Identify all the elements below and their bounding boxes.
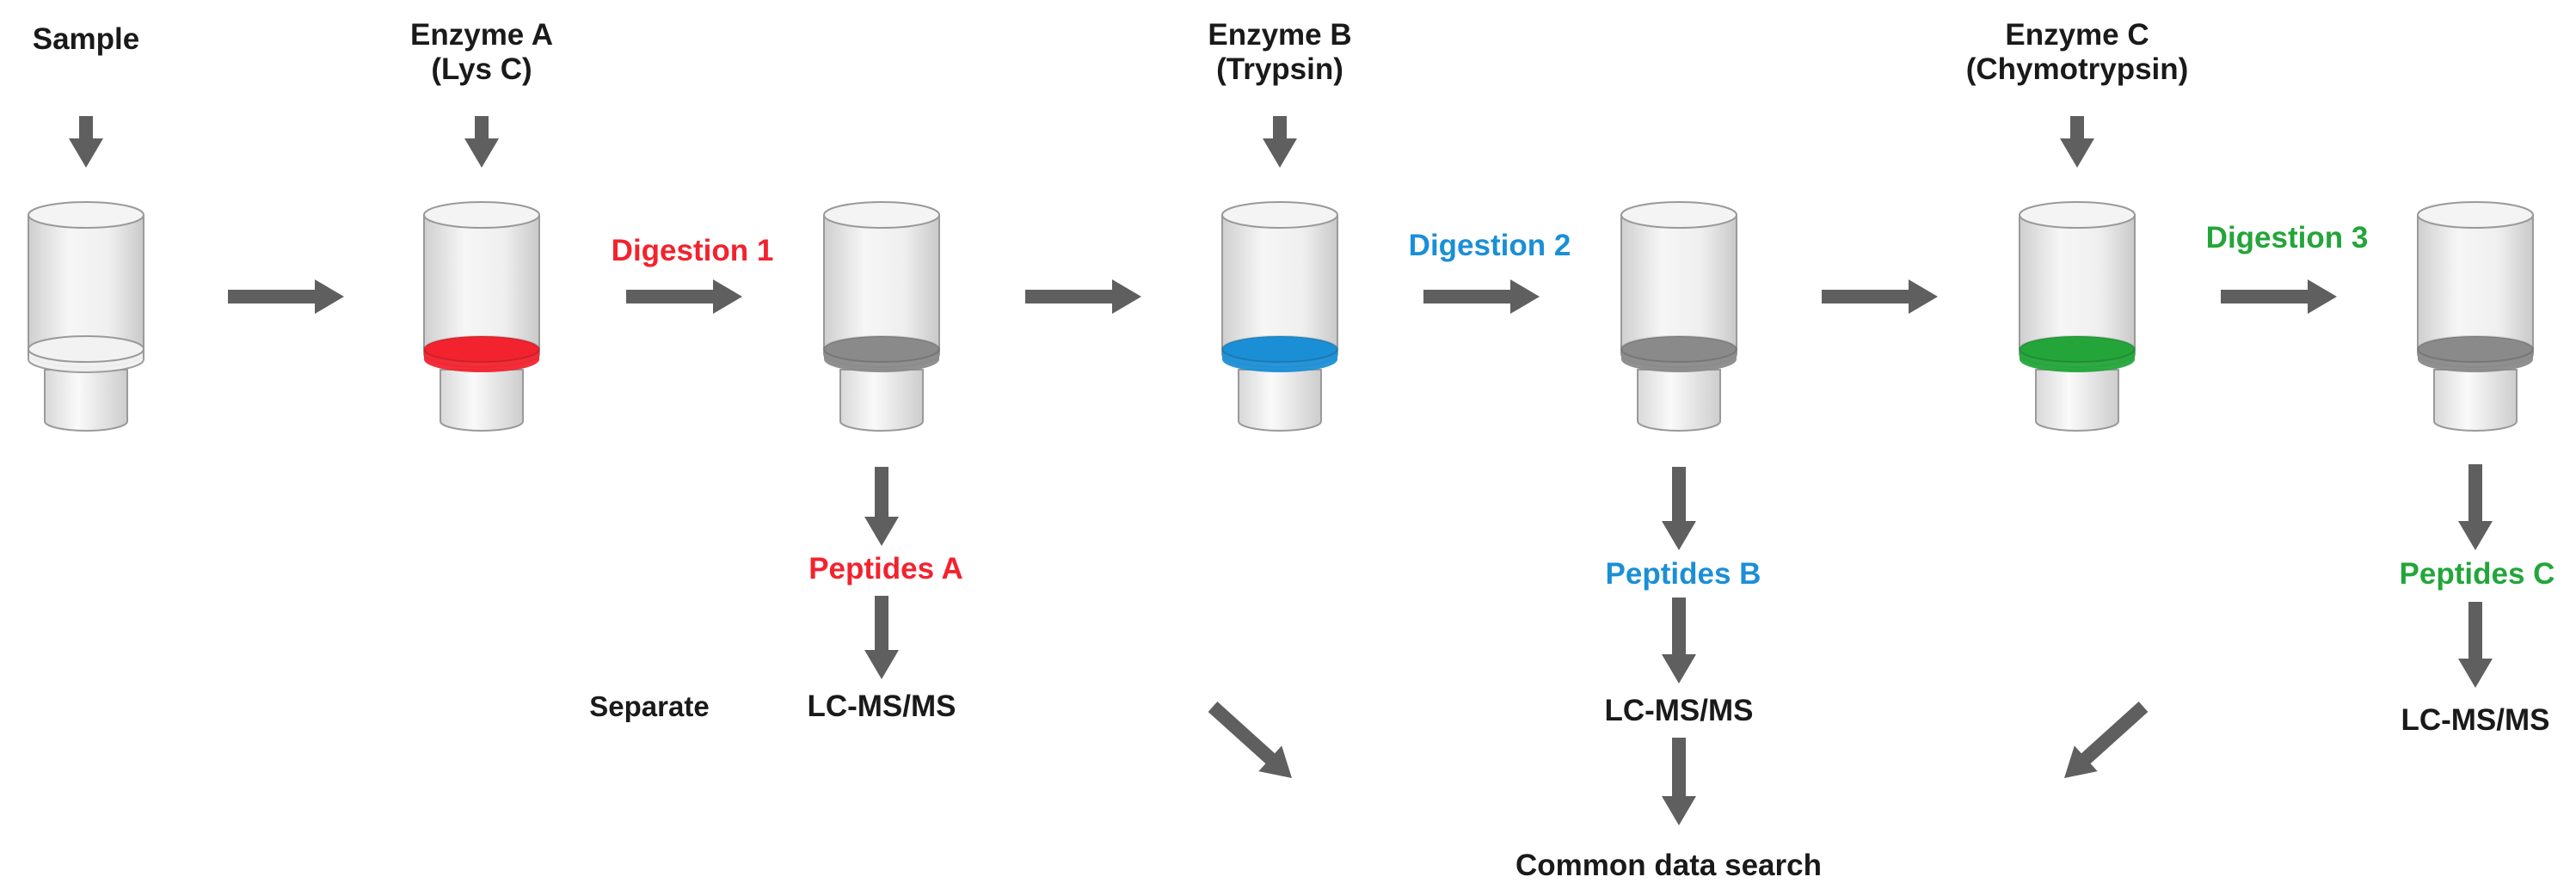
label-lcms-a: LC-MS/MS (807, 690, 956, 723)
label-enzyme-c: Enzyme C (2005, 18, 2149, 52)
label-separate: Separate (589, 690, 709, 722)
arrow-to-lcms-a (864, 596, 899, 679)
tube-enzyme-a (423, 201, 540, 432)
label-enzyme-a: Enzyme A (410, 18, 553, 52)
arrow-flow-3 (1025, 279, 1141, 314)
arrow-enzyme-c-down (2060, 116, 2094, 168)
label-enzyme-b-name: (Trypsin) (1216, 52, 1343, 86)
arrow-flow-1 (228, 279, 344, 314)
arrow-diag-right (2064, 702, 2149, 778)
label-lcms-b: LC-MS/MS (1604, 694, 1753, 727)
label-enzyme-c-name: (Chymotrypsin) (1966, 52, 2189, 86)
tube-enzyme-b (1221, 201, 1338, 432)
tube-digestion-2 (1620, 201, 1737, 432)
arrow-to-lcms-c (2458, 602, 2493, 688)
tube-digestion-3 (2417, 201, 2534, 432)
arrows (69, 116, 2493, 825)
label-common-data-search: Common data search (1515, 849, 1822, 882)
label-enzyme-b: Enzyme B (1208, 18, 1351, 52)
label-peptides-b: Peptides B (1606, 557, 1761, 591)
arrow-flow-5 (1822, 279, 1938, 314)
arrow-to-common-search (1662, 738, 1696, 825)
arrow-to-peptides-b (1662, 467, 1696, 550)
label-digestion-3: Digestion 3 (2206, 221, 2369, 254)
label-lcms-c: LC-MS/MS (2401, 703, 2549, 737)
arrow-to-peptides-c (2458, 464, 2493, 550)
arrow-to-lcms-b (1662, 598, 1696, 684)
tube-sample (28, 201, 144, 432)
label-peptides-a: Peptides A (808, 552, 963, 585)
tubes (28, 201, 2534, 432)
label-enzyme-a-name: (Lys C) (431, 52, 532, 86)
arrow-enzyme-a-down (464, 116, 499, 168)
label-peptides-c: Peptides C (2400, 557, 2555, 591)
arrow-flow-6 (2221, 279, 2337, 314)
tube-enzyme-c (2019, 201, 2136, 432)
label-digestion-1: Digestion 1 (612, 234, 774, 267)
label-sample: Sample (33, 22, 140, 56)
arrow-sample-down (69, 116, 103, 168)
arrow-flow-2 (626, 279, 742, 314)
label-digestion-2: Digestion 2 (1409, 229, 1571, 262)
arrow-enzyme-b-down (1263, 116, 1297, 168)
arrow-flow-4 (1423, 279, 1540, 314)
arrow-diag-left (1208, 702, 1292, 778)
tube-digestion-1 (823, 201, 940, 432)
arrow-to-peptides-a (864, 467, 899, 546)
